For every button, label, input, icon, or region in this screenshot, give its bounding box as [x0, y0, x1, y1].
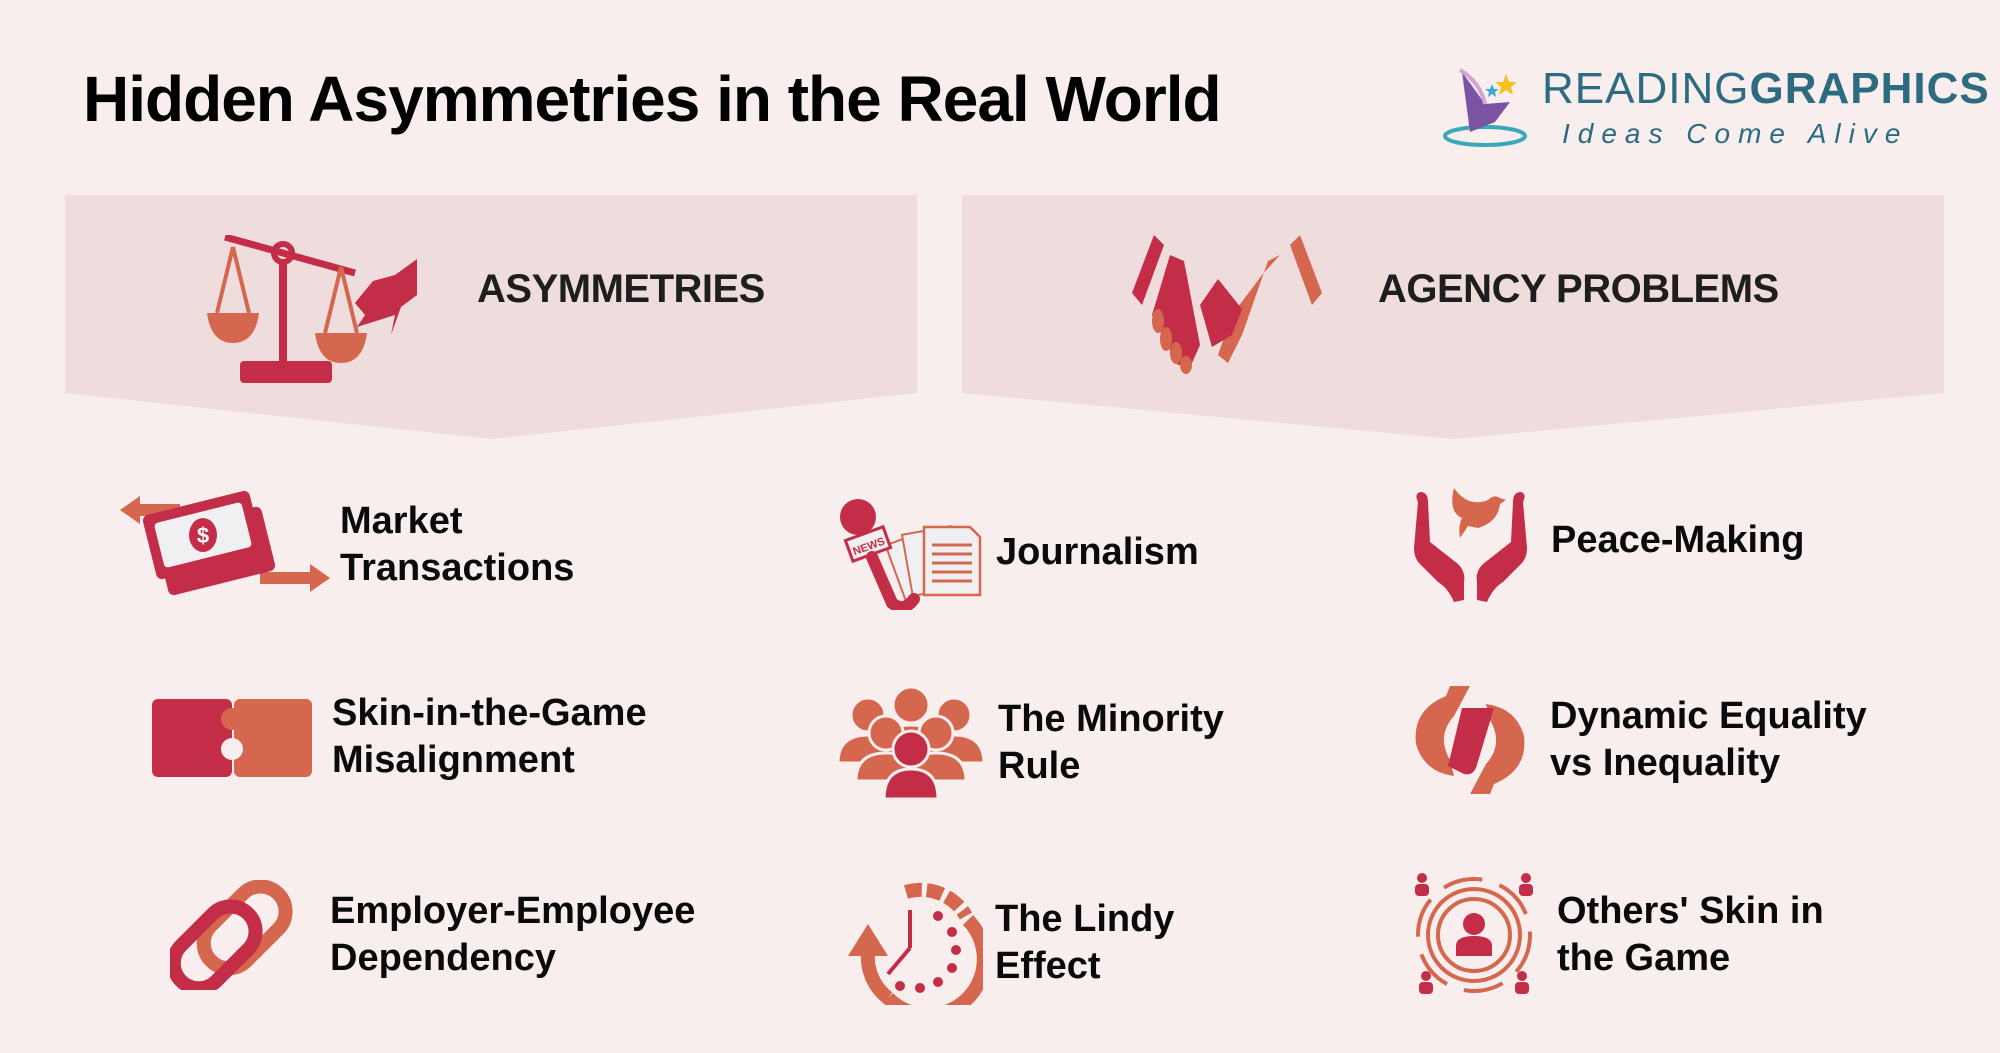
- item-employer-employee: Employer-Employee Dependency: [170, 880, 695, 990]
- page-title: Hidden Asymmetries in the Real World: [83, 63, 1222, 135]
- item-label: Market Transactions: [340, 500, 575, 589]
- banner-label: ASYMMETRIES: [477, 267, 765, 311]
- item-market-transactions: $ Market Transactions: [120, 490, 574, 600]
- news-microphone-icon: NEWS: [840, 499, 982, 610]
- item-peace-making: Peace-Making: [1408, 478, 1804, 603]
- item-others-skin: Others' Skin in the Game: [1412, 870, 1824, 1000]
- item-dynamic-equality: Dynamic Equality vs Inequality: [1410, 680, 1867, 800]
- item-label: Skin-in-the-Game Misalignment: [332, 692, 647, 781]
- item-label: Peace-Making: [1551, 519, 1805, 561]
- svg-text:$: $: [197, 523, 209, 548]
- handshake-icon: [1132, 235, 1322, 374]
- item-label: The Minority Rule: [998, 697, 1224, 787]
- banner-label: AGENCY PROBLEMS: [1378, 267, 1779, 311]
- item-lindy-effect: The Lindy Effect: [848, 880, 1174, 1005]
- banner-asymmetries: ASYMMETRIES: [65, 195, 917, 440]
- logo-tagline: Ideas Come Alive: [1562, 118, 1909, 149]
- item-label: The Lindy Effect: [995, 897, 1175, 987]
- money-exchange-icon: $: [120, 490, 330, 596]
- item-label: Dynamic Equality vs Inequality: [1550, 695, 1867, 784]
- logo-brand: READINGGRAPHICS: [1542, 64, 1990, 113]
- book-stars-icon: [1443, 68, 1527, 147]
- scales-icon: [207, 235, 417, 383]
- item-minority-rule: The Minority Rule: [836, 685, 1224, 800]
- item-journalism: NEWS Journalism: [832, 495, 1199, 610]
- target-people-icon: [1415, 873, 1533, 994]
- item-skin-in-the-game: Skin-in-the-Game Misalignment: [152, 690, 647, 784]
- crowd-icon: [836, 685, 986, 800]
- readinggraphics-logo: READINGGRAPHICS Ideas Come Alive: [1440, 62, 1989, 152]
- hands-dove-icon: [1414, 488, 1527, 602]
- item-label: Journalism: [996, 531, 1199, 573]
- cycle-arrows-icon: [1415, 686, 1525, 794]
- item-label: Others' Skin in the Game: [1557, 890, 1824, 979]
- banner-agency-problems: AGENCY PROBLEMS: [962, 195, 1944, 440]
- clock-history-icon: [848, 882, 983, 1005]
- chain-link-icon: [170, 880, 293, 990]
- item-label: Employer-Employee Dependency: [330, 890, 696, 979]
- puzzle-icon: [152, 699, 312, 777]
